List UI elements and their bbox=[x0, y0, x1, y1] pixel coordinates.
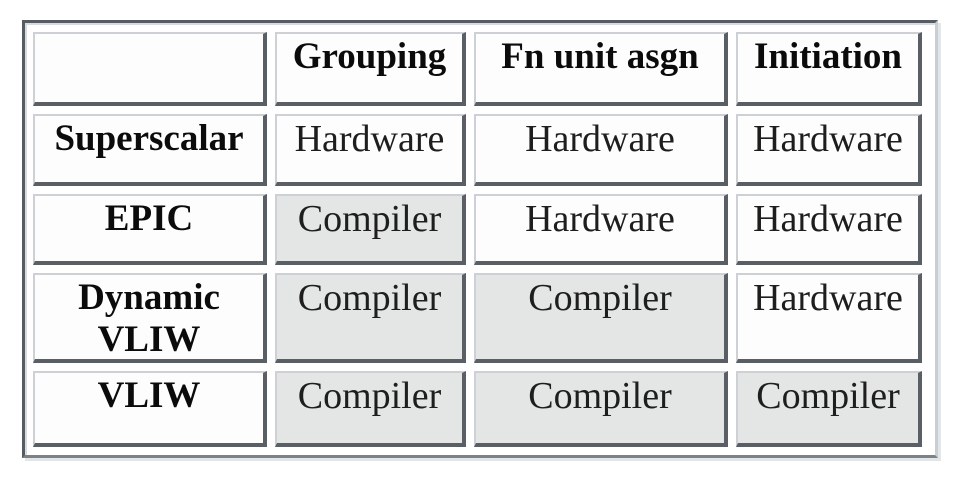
cell-vliw-fn-unit-asgn: Compiler bbox=[474, 371, 728, 447]
row-label-dynamic-vliw: Dynamic VLIW bbox=[33, 273, 267, 363]
row-label-epic: EPIC bbox=[33, 194, 267, 265]
row-label-superscalar: Superscalar bbox=[33, 114, 267, 186]
header-cell-grouping: Grouping bbox=[275, 32, 466, 106]
header-cell-initiation: Initiation bbox=[736, 32, 922, 106]
cell-superscalar-fn-unit-asgn: Hardware bbox=[474, 114, 728, 186]
header-cell-fn-unit-asgn: Fn unit asgn bbox=[474, 32, 728, 106]
cell-vliw-initiation: Compiler bbox=[736, 371, 922, 447]
cell-epic-grouping: Compiler bbox=[275, 194, 466, 265]
cell-superscalar-grouping: Hardware bbox=[275, 114, 466, 186]
cell-epic-fn-unit-asgn: Hardware bbox=[474, 194, 728, 265]
cell-dynamic-vliw-grouping: Compiler bbox=[275, 273, 466, 363]
cell-dynamic-vliw-initiation: Hardware bbox=[736, 273, 922, 363]
architecture-comparison-table: Grouping Fn unit asgn Initiation Supersc… bbox=[33, 32, 929, 447]
cell-epic-initiation: Hardware bbox=[736, 194, 922, 265]
cell-superscalar-initiation: Hardware bbox=[736, 114, 922, 186]
row-label-vliw: VLIW bbox=[33, 371, 267, 447]
cell-vliw-grouping: Compiler bbox=[275, 371, 466, 447]
table-frame: Grouping Fn unit asgn Initiation Supersc… bbox=[22, 20, 938, 458]
header-cell-blank bbox=[33, 32, 267, 106]
cell-dynamic-vliw-fn-unit-asgn: Compiler bbox=[474, 273, 728, 363]
